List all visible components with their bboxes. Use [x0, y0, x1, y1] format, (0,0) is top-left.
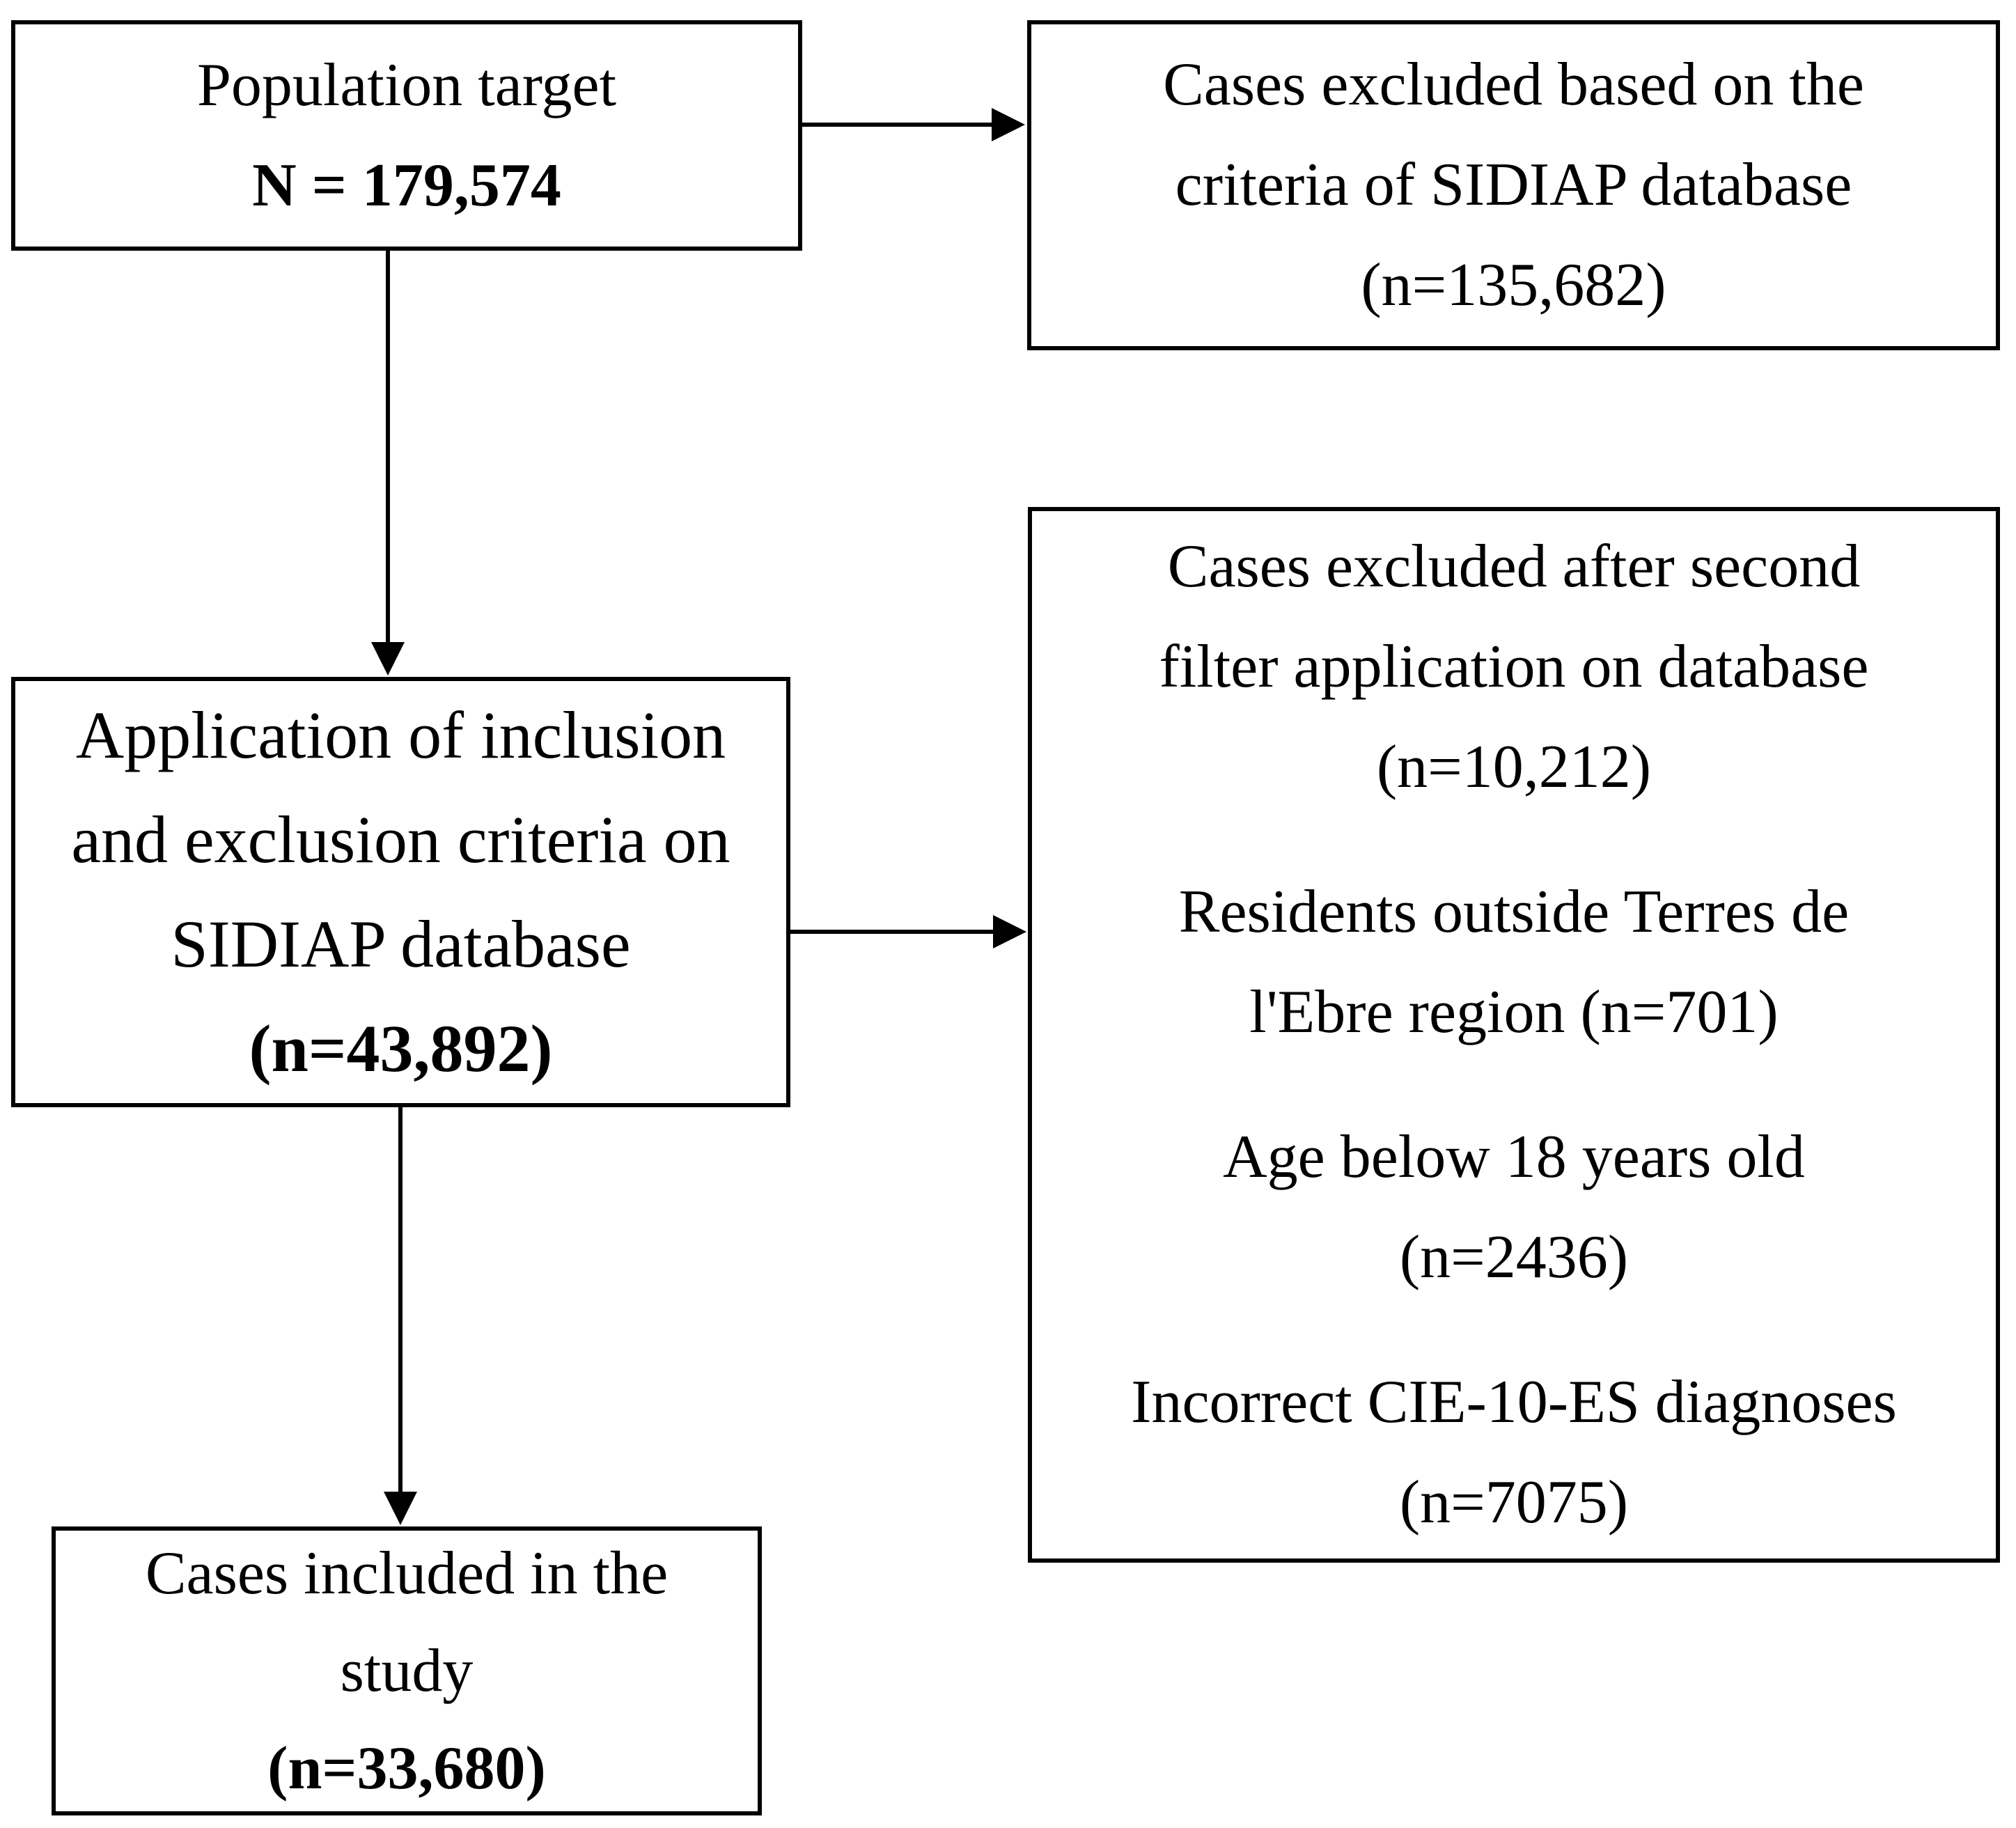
excluded-sidiap-count: (n=135,682): [1361, 251, 1666, 319]
excluded-sidiap-line: criteria of SIDIAP database: [1175, 151, 1852, 219]
included-study-line: Cases included in the: [145, 1539, 669, 1607]
incorrect-diagnoses-line: Incorrect CIE-10-ES diagnoses: [1131, 1368, 1897, 1436]
second-filter-line: Cases excluded after second: [1167, 533, 1861, 600]
population-target-count: N = 179,574: [252, 151, 561, 219]
population-target-box: Population target N = 179,574: [11, 20, 802, 251]
included-study-line: study: [340, 1636, 474, 1705]
arrow-right-icon: [992, 108, 1025, 141]
residents-outside-line: Residents outside Terres de: [1178, 878, 1850, 946]
age-below-line: Age below 18 years old: [1223, 1123, 1805, 1191]
residents-outside-paragraph: Residents outside Terres de l'Ebre regio…: [1179, 862, 1849, 1063]
excluded-sidiap-line: Cases excluded based on the: [1163, 51, 1864, 118]
inclusion-exclusion-line: SIDIAP database: [171, 907, 631, 981]
arrow-criteria-to-included-shaft: [398, 1107, 403, 1493]
arrow-criteria-to-secondfilter-shaft: [790, 930, 996, 934]
incorrect-diagnoses-paragraph: Incorrect CIE-10-ES diagnoses (n=7075): [1131, 1352, 1897, 1553]
inclusion-exclusion-count: (n=43,892): [249, 1011, 553, 1086]
age-below-count: (n=2436): [1399, 1224, 1629, 1291]
arrow-down-icon: [384, 1492, 417, 1525]
arrow-population-to-excluded-shaft: [802, 123, 994, 127]
age-below-paragraph: Age below 18 years old (n=2436): [1223, 1107, 1805, 1308]
inclusion-exclusion-criteria-box: Application of inclusion and exclusion c…: [11, 677, 790, 1107]
second-filter-line: filter application on database: [1159, 633, 1869, 701]
included-study-count: (n=33,680): [267, 1734, 546, 1802]
population-target-label: Population target: [196, 51, 617, 119]
second-filter-count: (n=10,212): [1376, 733, 1652, 801]
inclusion-exclusion-line: Application of inclusion: [75, 698, 726, 772]
excluded-second-filter-box: Cases excluded after second filter appli…: [1028, 507, 2000, 1563]
arrow-population-to-criteria-shaft: [386, 251, 390, 643]
arrow-down-icon: [371, 642, 405, 675]
excluded-sidiap-criteria-box: Cases excluded based on the criteria of …: [1027, 20, 2000, 350]
included-in-study-box: Cases included in the study (n=33,680): [52, 1526, 762, 1815]
second-filter-paragraph: Cases excluded after second filter appli…: [1159, 517, 1869, 818]
inclusion-exclusion-line: and exclusion criteria on: [71, 802, 730, 877]
residents-outside-count: l'Ebre region (n=701): [1249, 978, 1779, 1046]
arrow-right-icon: [993, 915, 1026, 948]
incorrect-diagnoses-count: (n=7075): [1399, 1469, 1629, 1536]
